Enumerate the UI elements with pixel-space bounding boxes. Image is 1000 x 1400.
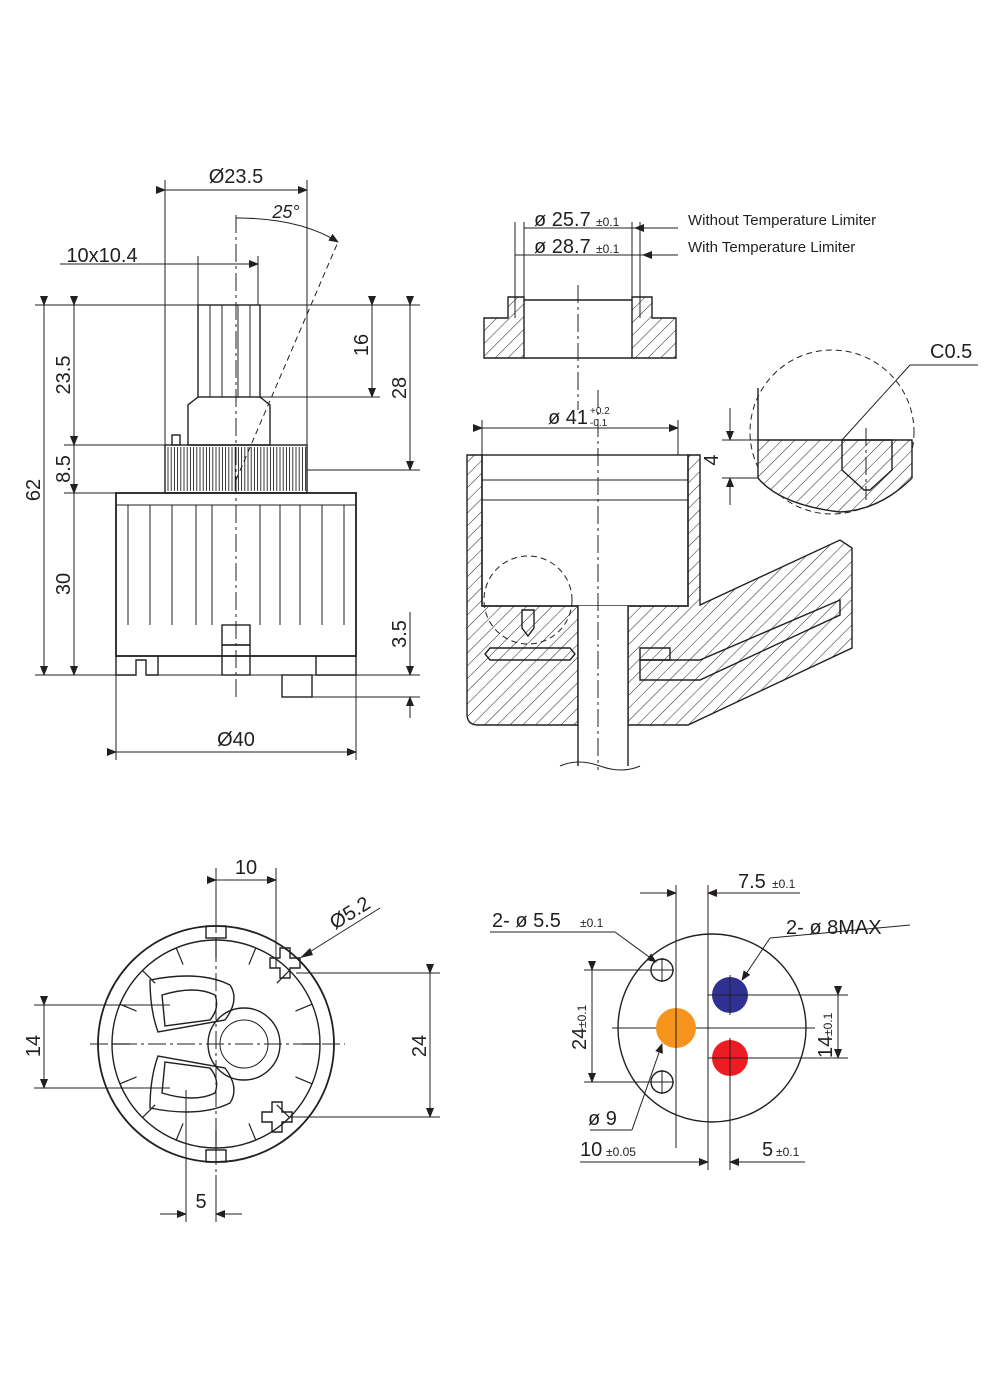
dia-41-tol-lower: -0.1 — [590, 418, 608, 429]
dim-7-5-tol: ±0.1 — [772, 877, 796, 891]
spline-label: 10x10.4 — [66, 245, 137, 267]
chamfer-label: C0.5 — [930, 341, 972, 363]
without-limiter-note: Without Temperature Limiter — [688, 212, 876, 229]
dia-top-label: Ø23.5 — [209, 166, 263, 188]
dim-24-label: 24 — [569, 1028, 591, 1050]
with-limiter-note: With Temperature Limiter — [688, 239, 855, 256]
limiter-ring — [483, 296, 677, 359]
housing-section — [466, 454, 853, 771]
dia-5-2-label: Ø5.2 — [326, 893, 374, 935]
height-24-label: 24 — [409, 1035, 431, 1057]
angle-label: 25° — [271, 202, 299, 222]
port-view: 7.5 ±0.1 2- ø 5.5 ±0.1 2- ø 8MAX 24 ±0.1… — [490, 871, 911, 1170]
side-view: Ø23.5 25° 10x10.4 62 23.5 8.5 30 16 28 3… — [23, 166, 420, 760]
dia-28-7-tol: ±0.1 — [596, 242, 620, 256]
chamfer-detail: C0.5 4 — [701, 341, 978, 515]
width-5-label: 5 — [195, 1191, 206, 1213]
height-14-label: 14 — [23, 1035, 45, 1057]
width-10-label: 10 — [235, 857, 257, 879]
dim-10-label: 10 — [580, 1139, 602, 1161]
big-holes-label: 2- ø 8MAX — [786, 917, 882, 939]
dia-28-7-label: ø 28.7 — [534, 236, 591, 258]
dia-9-label: ø 9 — [588, 1108, 617, 1130]
dim-5-label: 5 — [762, 1139, 773, 1161]
section-view: ø 25.7 ±0.1 Without Temperature Limiter … — [466, 209, 978, 771]
dia-bottom-label: Ø40 — [217, 729, 255, 751]
small-holes-tol: ±0.1 — [580, 916, 604, 930]
height-8-5-label: 8.5 — [53, 455, 75, 483]
dia-25-7-label: ø 25.7 — [534, 209, 591, 231]
small-holes-label: 2- ø 5.5 — [492, 910, 561, 932]
height-23-5-label: 23.5 — [53, 356, 75, 395]
height-62-label: 62 — [23, 479, 45, 501]
dim-10-tol: ±0.05 — [606, 1145, 636, 1159]
bottom-view: 10 Ø5.2 14 24 5 — [23, 857, 440, 1222]
dia-41-label: ø 41 — [548, 407, 588, 429]
dia-25-7-tol: ±0.1 — [596, 215, 620, 229]
depth-label: 4 — [701, 454, 723, 465]
height-28-label: 28 — [389, 377, 411, 399]
dia-41-tol-upper: +0.2 — [590, 406, 610, 417]
dim-14-tol: ±0.1 — [821, 1012, 835, 1036]
stem — [171, 304, 271, 446]
height-3-5-label: 3.5 — [389, 620, 411, 648]
height-30-label: 30 — [53, 573, 75, 595]
dim-14-label: 14 — [815, 1036, 837, 1058]
mounting-hole-bottom — [261, 1101, 293, 1133]
dim-5-tol: ±0.1 — [776, 1145, 800, 1159]
dim-24-tol: ±0.1 — [575, 1004, 589, 1028]
height-16-label: 16 — [351, 334, 373, 356]
dim-7-5-label: 7.5 — [738, 871, 766, 893]
mounting-hole-top — [269, 947, 301, 979]
